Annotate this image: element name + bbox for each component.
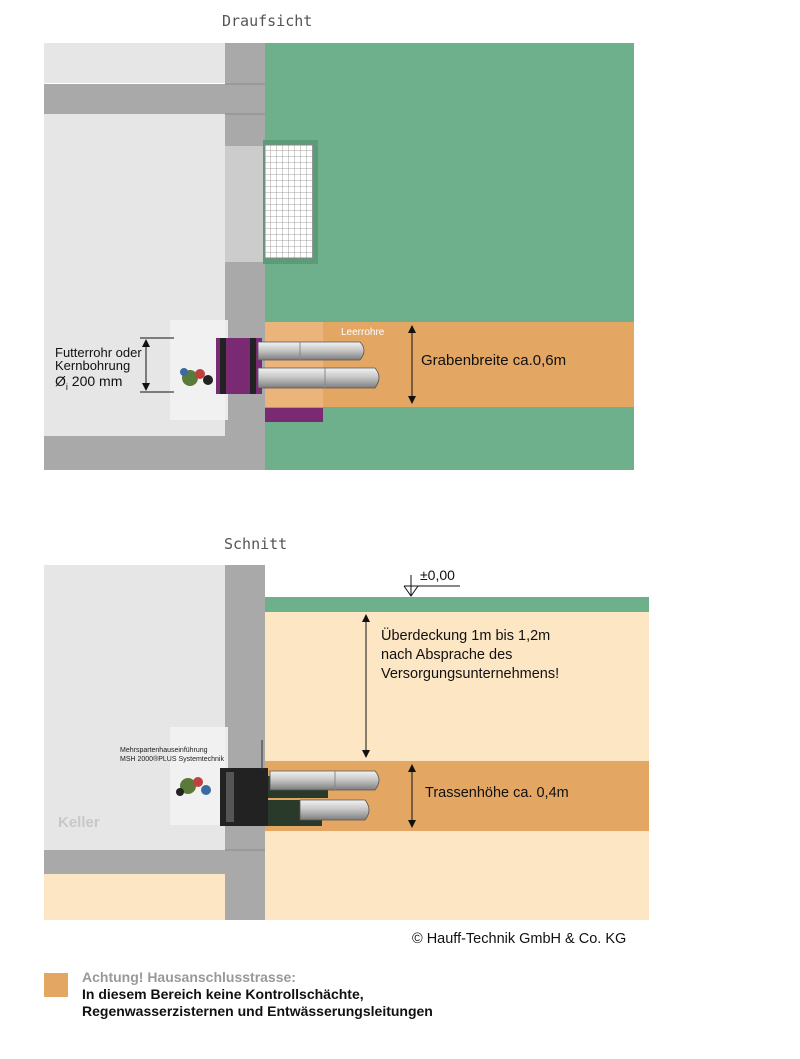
entry-label: Mehrspartenhauseinführung MSH 2000®PLUS … bbox=[120, 746, 224, 764]
conduits-label: Leerrohre bbox=[341, 327, 385, 338]
trench-height-label: Trassenhöhe ca. 0,4m bbox=[425, 785, 569, 801]
section-view-title: Schnitt bbox=[224, 535, 288, 553]
trench-width-label: Grabenbreite ca.0,6m bbox=[421, 352, 567, 369]
light-well-grate bbox=[263, 140, 318, 264]
diameter-subscript: i bbox=[65, 381, 68, 392]
section-lawn bbox=[265, 597, 649, 612]
cover-depth-label: Überdeckung 1m bis 1,2m nach Absprache d… bbox=[381, 627, 559, 684]
entry-label-line2: MSH 2000®PLUS Systemtechnik bbox=[120, 756, 224, 763]
cover-line3: Versorgungsunternehmens! bbox=[381, 666, 560, 682]
section-soil bbox=[265, 612, 649, 920]
sleeve-dimension-arrow bbox=[140, 337, 174, 393]
diameter-value: 200 mm bbox=[67, 373, 123, 389]
level-marker bbox=[403, 575, 460, 597]
top-view-trench bbox=[265, 322, 634, 422]
cover-line2: nach Absprache des bbox=[381, 647, 513, 663]
cover-line1: Überdeckung 1m bis 1,2m bbox=[381, 628, 551, 644]
legend-line1: In diesem Bereich keine Kontrollschächte… bbox=[82, 986, 364, 1002]
cellar-label: Keller bbox=[58, 814, 100, 831]
level-label: ±0,00 bbox=[420, 567, 455, 583]
legend-swatch bbox=[44, 973, 68, 997]
legend-title: Achtung! Hausanschlusstrasse: bbox=[82, 969, 296, 985]
top-view-title: Draufsicht bbox=[222, 12, 313, 30]
sleeve-diameter: Øi 200 mm bbox=[55, 373, 122, 392]
entry-label-line1: Mehrspartenhauseinführung bbox=[120, 747, 208, 754]
sleeve-label-line2: Kernbohrung bbox=[55, 358, 131, 373]
top-view-conduits bbox=[180, 338, 380, 394]
section-wall-opening bbox=[170, 727, 228, 825]
section-conduits bbox=[176, 740, 380, 826]
legend-line2: Regenwasserzisternen und Entwässerungsle… bbox=[82, 1003, 433, 1019]
sleeve-label-line1: Futterrohr oder bbox=[55, 345, 142, 360]
copyright: © Hauff-Technik GmbH & Co. KG bbox=[412, 931, 627, 947]
diameter-symbol: Ø bbox=[55, 373, 66, 389]
top-view-building bbox=[44, 43, 265, 470]
section-building bbox=[44, 565, 289, 920]
